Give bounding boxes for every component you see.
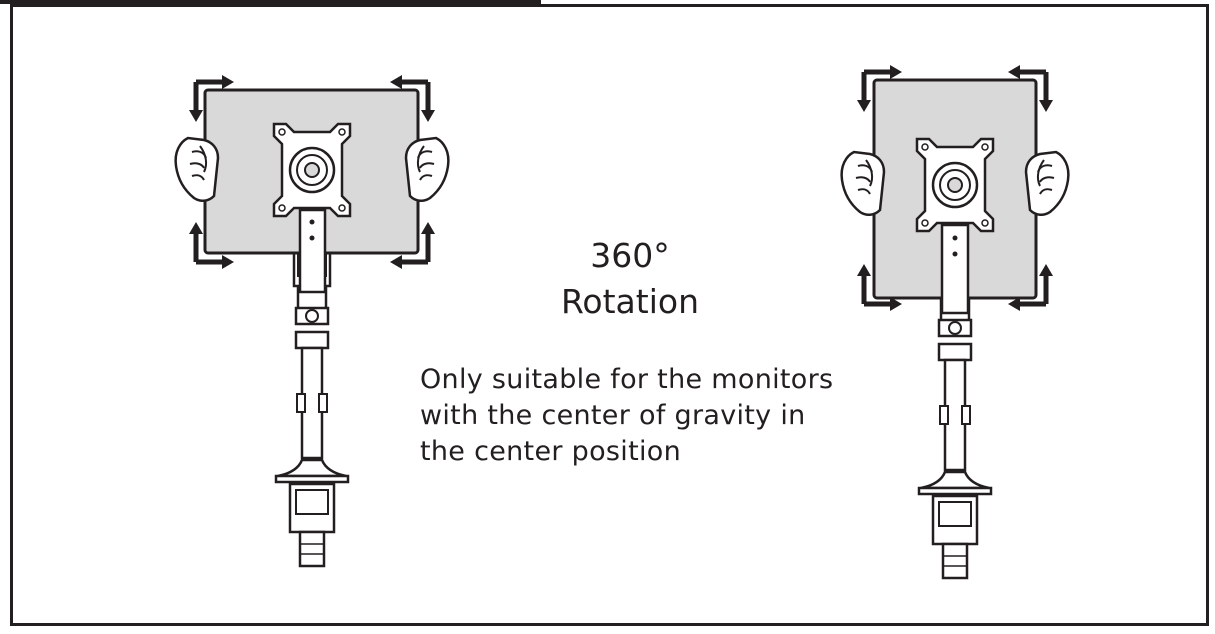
hand-left-icon bbox=[174, 136, 220, 203]
rotation-degrees-label: 360° bbox=[590, 236, 670, 275]
hand-right-icon bbox=[1024, 150, 1070, 217]
hand-left-icon bbox=[840, 150, 886, 217]
suitability-note-line-2: with the center of gravity in bbox=[420, 400, 806, 431]
vesa-plate-left bbox=[272, 122, 352, 218]
rotation-title-label: Rotation bbox=[560, 282, 699, 321]
diagram-frame bbox=[10, 4, 1209, 626]
suitability-note-line-1: Only suitable for the monitors bbox=[420, 364, 834, 395]
landscape-monitor-figure bbox=[174, 75, 450, 568]
header-tab-bar bbox=[0, 0, 541, 4]
hand-right-icon bbox=[404, 136, 450, 203]
vesa-plate-right bbox=[915, 137, 995, 233]
suitability-note-line-3: the center position bbox=[420, 436, 681, 467]
portrait-monitor-figure bbox=[840, 65, 1070, 580]
